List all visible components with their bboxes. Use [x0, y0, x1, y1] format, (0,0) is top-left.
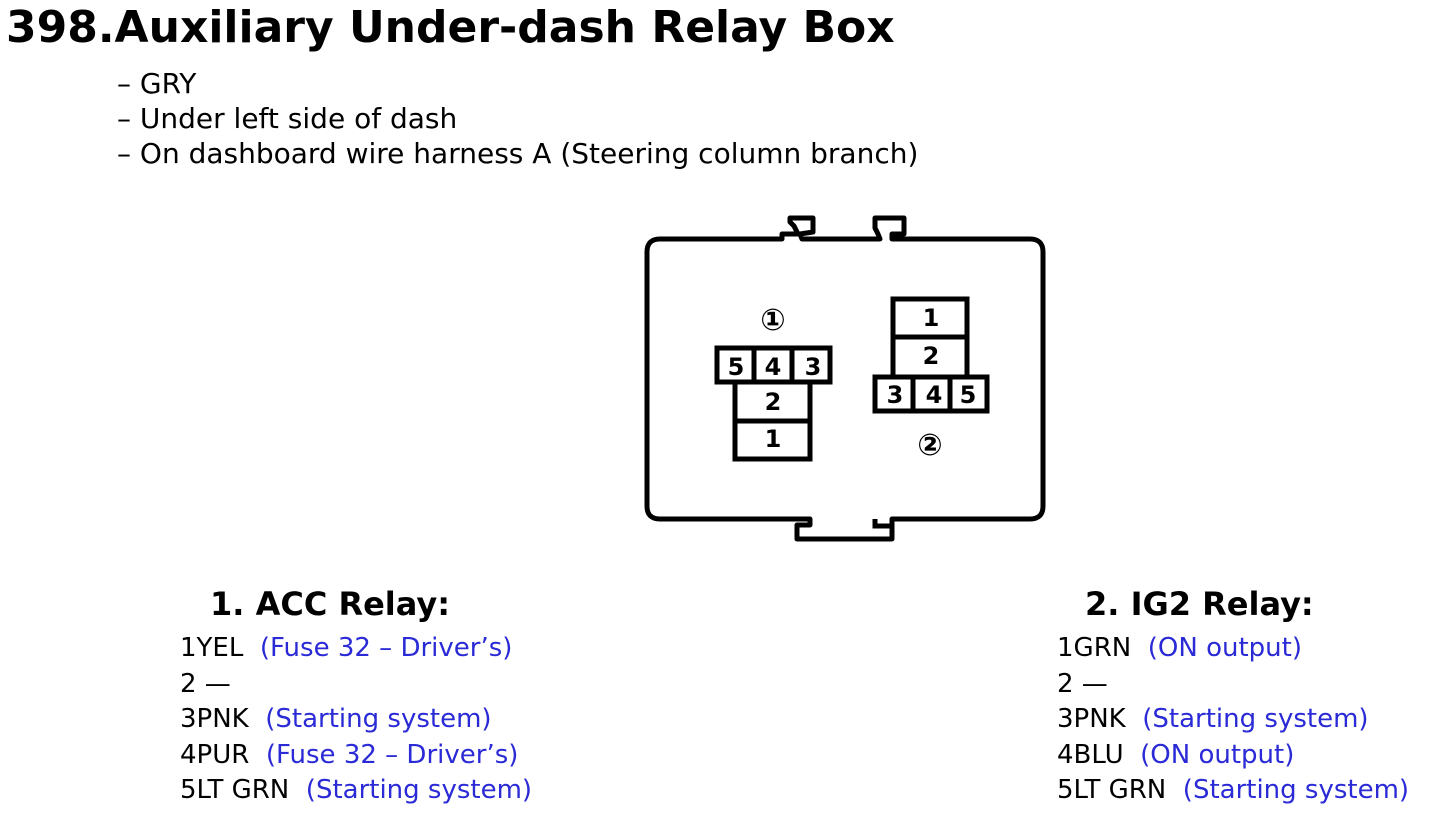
relay-1-pin-2: [732, 379, 813, 424]
ig2-pin-5: 5LT GRN (Starting system): [1057, 773, 1409, 809]
ig2-pin-4: 4BLU (ON output): [1057, 738, 1409, 774]
acc-relay-heading: 1. ACC Relay:: [210, 585, 451, 623]
connector-notes: – GRY – Under left side of dash – On das…: [117, 66, 918, 171]
ig2-pin-3: 3PNK (Starting system): [1057, 702, 1409, 738]
acc-pin-3: 3PNK (Starting system): [180, 702, 532, 738]
relay-1-marker: ①: [760, 303, 785, 338]
relay-1-pin-2-label: 2: [765, 388, 782, 416]
pin-note: (Starting system): [305, 775, 533, 805]
acc-relay-section: 1. ACC Relay: 1YEL (Fuse 32 – Driver’s) …: [180, 584, 532, 809]
relay-2-pin-2-label: 2: [923, 342, 940, 370]
relay-2-pin-5-label: 5: [960, 381, 977, 409]
pin-label: 1YEL: [180, 633, 244, 663]
page-title: 398.Auxiliary Under-dash Relay Box: [6, 2, 895, 53]
pin-note: (Starting system): [265, 704, 492, 734]
note-location: – Under left side of dash: [117, 102, 458, 135]
pin-label: 2 —: [180, 668, 231, 699]
relay-2-socket: 1 2 3 4 5 ②: [872, 296, 990, 463]
relay-box-outline: [644, 215, 1046, 542]
pin-label: 1GRN: [1057, 633, 1132, 663]
relay-1-pin-3-label: 3: [805, 353, 822, 381]
pin-label: 3PNK: [180, 704, 249, 734]
relay-2-pin-1-label: 1: [923, 304, 940, 332]
pin-label: 5LT GRN: [180, 775, 290, 805]
acc-pin-5: 5LT GRN (Starting system): [180, 773, 532, 809]
ig2-pin-1: 1GRN (ON output): [1057, 631, 1409, 667]
acc-pin-1: 1YEL (Fuse 32 – Driver’s): [180, 631, 532, 667]
relay-1-pin-1-label: 1: [765, 425, 782, 453]
relay-1-socket: ① 5 4 3 2 1: [714, 303, 833, 462]
pin-label: 4PUR: [180, 739, 250, 770]
pin-note: (Starting system): [1142, 704, 1369, 734]
pin-label: 2 —: [1057, 668, 1108, 699]
bottom-tab-right: [872, 519, 890, 529]
relay-1-pin-1: [732, 418, 813, 462]
relay-1-pin-4-label: 4: [765, 353, 782, 381]
relay-1-pin-5-label: 5: [728, 353, 745, 381]
ig2-relay-section: 2. IG2 Relay: 1GRN (ON output) 2 — 3PNK …: [1057, 584, 1409, 809]
relay-2-pin-5: [947, 374, 990, 414]
pin-label: 5LT GRN: [1057, 775, 1167, 805]
acc-pin-2: 2 —: [180, 667, 532, 703]
ig2-pin-2: 2 —: [1057, 667, 1409, 703]
pin-note: (Fuse 32 – Driver’s): [259, 633, 513, 663]
relay-2-marker: ②: [917, 428, 942, 463]
pin-label: 4BLU: [1057, 739, 1124, 770]
pin-note: (Fuse 32 – Driver’s): [265, 739, 519, 770]
relay-2-pin-4-label: 4: [926, 381, 943, 409]
pin-note: (Starting system): [1182, 775, 1410, 805]
relay-1-pin-3: [789, 345, 833, 385]
note-harness: – On dashboard wire harness A (Steering …: [117, 137, 919, 170]
note-color: – GRY: [117, 67, 197, 100]
pin-label: 3PNK: [1057, 704, 1126, 734]
ig2-relay-heading: 2. IG2 Relay:: [1085, 585, 1314, 623]
acc-pin-4: 4PUR (Fuse 32 – Driver’s): [180, 738, 532, 774]
pin-note: (ON output): [1147, 633, 1302, 663]
pin-note: (ON output): [1140, 739, 1295, 770]
relay-2-pin-3-label: 3: [887, 381, 904, 409]
